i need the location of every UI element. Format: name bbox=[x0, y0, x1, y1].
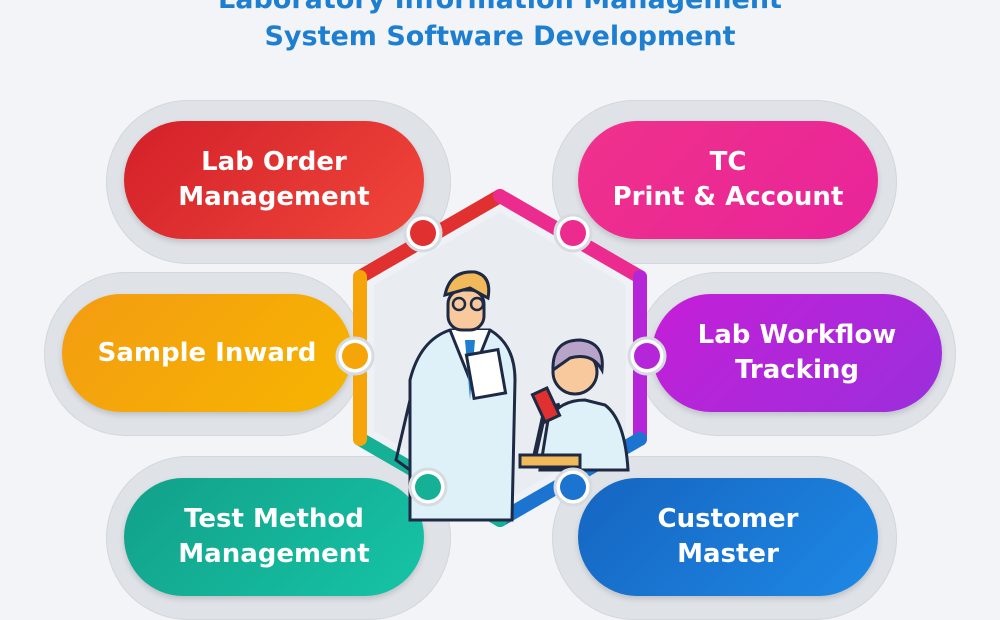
item-label: Sample Inward bbox=[97, 337, 317, 368]
item-lab-workflow-tracking: Lab Workflow Tracking bbox=[652, 294, 942, 412]
item-label: Test Method Management bbox=[178, 504, 370, 569]
node-tc-print-icon bbox=[553, 213, 593, 253]
item-test-method-management: Test Method Management bbox=[124, 478, 424, 596]
node-customer-master-icon bbox=[553, 467, 593, 507]
node-lab-order-icon bbox=[403, 213, 443, 253]
item-label: Lab Workflow Tracking bbox=[697, 320, 897, 385]
item-label: TC Print & Account bbox=[612, 147, 844, 212]
node-lab-workflow-icon bbox=[627, 336, 667, 376]
center-hexagon bbox=[335, 189, 667, 527]
node-test-method-icon bbox=[408, 467, 448, 507]
node-sample-inward-icon bbox=[335, 336, 375, 376]
item-sample-inward: Sample Inward bbox=[62, 294, 352, 412]
title-line-1: Laboratory Information Management bbox=[0, 0, 1000, 13]
item-tc-print-account: TC Print & Account bbox=[578, 121, 878, 239]
item-label: Customer Master bbox=[657, 504, 799, 569]
item-lab-order-management: Lab Order Management bbox=[124, 121, 424, 239]
title-line-2: System Software Development bbox=[264, 21, 736, 52]
microscope-icon bbox=[518, 386, 582, 469]
item-label: Lab Order Management bbox=[178, 147, 370, 212]
item-customer-master: Customer Master bbox=[578, 478, 878, 596]
